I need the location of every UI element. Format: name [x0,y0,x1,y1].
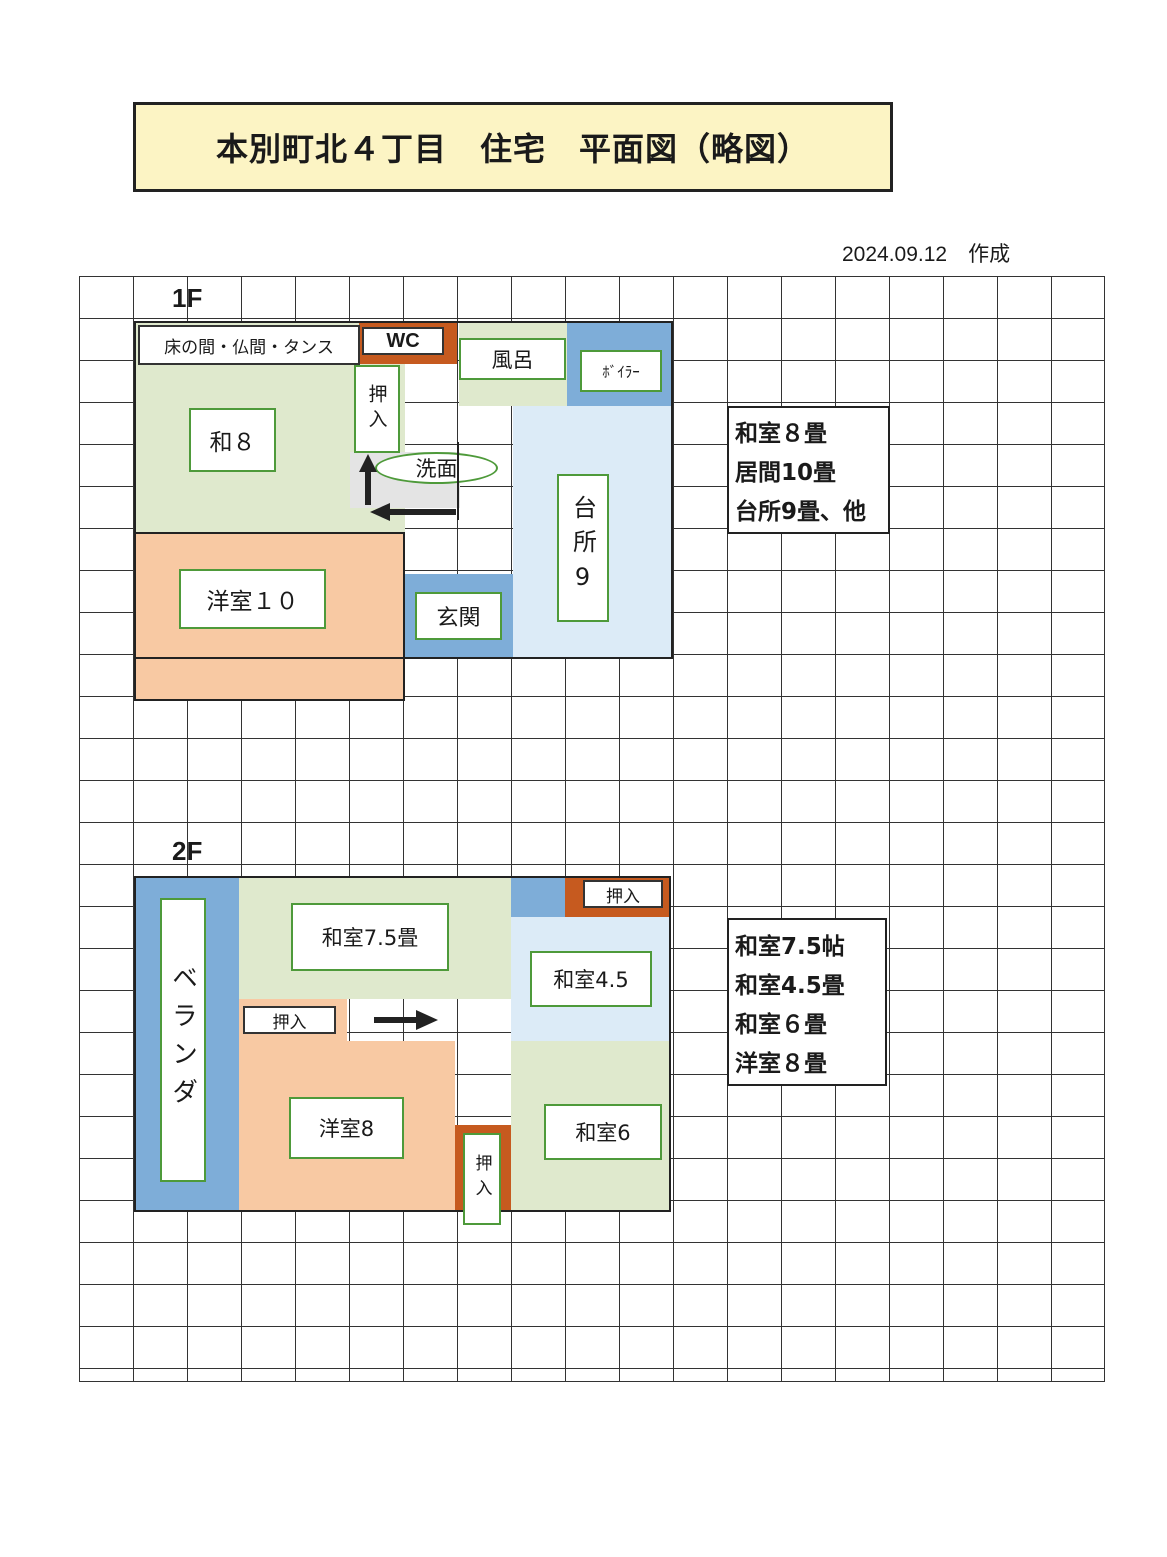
room-genkan: 玄関 [415,592,502,640]
room-washitsu75: 和室7.5畳 [291,903,449,971]
room-wc: WC [362,327,444,355]
floor-1-outline-yoshitsu [134,532,405,701]
summary-2f-item: 和室4.5畳 [735,972,845,999]
floor-2-label: 2F [172,836,203,866]
room-oshiire-1f: 押入 [354,365,400,453]
room-wa8: 和８ [189,408,276,472]
room-senmen: 洗面 [375,452,498,484]
room-oshiire-top: 押入 [583,880,663,908]
room-oshiire-mid: 押入 [243,1006,336,1034]
stairs-arrow-2f [374,1010,438,1030]
page-title: 本別町北４丁目 住宅 平面図（略図） [133,102,893,192]
summary-2f-item: 洋室８畳 [735,1050,827,1077]
summary-2f-item: 和室7.5帖 [735,933,845,960]
summary-2f-item: 和室６畳 [735,1011,827,1038]
room-kitchen: 台所9 [557,474,609,622]
room-veranda: ベランダ [160,898,206,1182]
room-yoshitsu: 洋室１０ [179,569,326,629]
room-washitsu45: 和室4.5 [530,951,652,1007]
summary-1f-item: 和室８畳 [735,421,827,448]
room-washitsu6: 和室6 [544,1104,662,1160]
creation-date: 2024.09.12 作成 [842,243,1011,266]
floor-2-summary: 和室7.5帖 和室4.5畳 和室６畳 洋室８畳 [727,918,887,1086]
floor-2-outline [134,876,671,1212]
room-yoshitsu8: 洋室8 [289,1097,404,1159]
room-oshiire-bottom: 押入 [463,1133,501,1225]
room-bath: 風呂 [459,338,566,380]
room-boiler: ﾎﾞｲﾗｰ [580,350,662,392]
room-tokonoma: 床の間・仏間・タンス [138,325,360,365]
summary-1f-item: 居間10畳 [735,459,837,486]
stairs-arrow-1f [359,442,459,521]
summary-1f-item: 台所9畳、他 [735,498,867,525]
zone-blue-corner [511,877,565,917]
floor-1-label: 1F [172,283,203,313]
floor-1-summary: 和室８畳 居間10畳 台所9畳、他 [727,406,890,534]
